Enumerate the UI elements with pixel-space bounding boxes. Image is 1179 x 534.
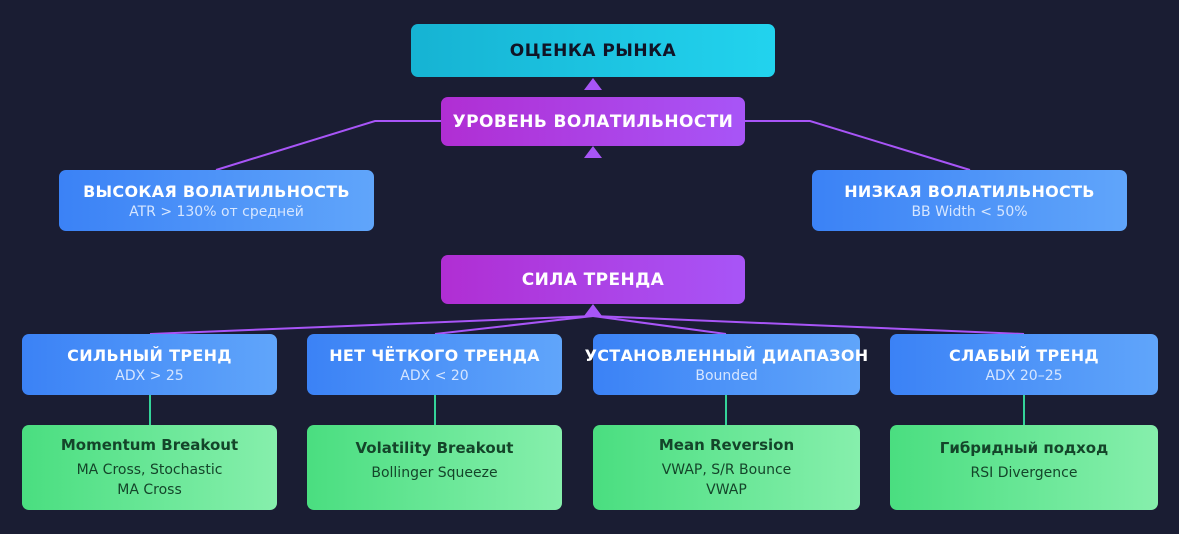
node-trend-strength: СИЛА ТРЕНДА xyxy=(441,255,745,304)
node-high-volatility: ВЫСОКАЯ ВОЛАТИЛЬНОСТЬ ATR > 130% от сред… xyxy=(59,170,374,231)
node-established-range: УСТАНОВЛЕННЫЙ ДИАПАЗОН Bounded xyxy=(585,334,868,395)
strategy-indicators-extra: MA Cross xyxy=(117,481,182,498)
node-title: ВЫСОКАЯ ВОЛАТИЛЬНОСТЬ xyxy=(83,181,350,201)
strategy-indicators: Bollinger Squeeze xyxy=(371,465,498,481)
connector-vol-low xyxy=(745,120,971,171)
connector-trend-none xyxy=(434,315,594,335)
node-title: УРОВЕНЬ ВОЛАТИЛЬНОСТИ xyxy=(452,111,734,132)
arrow-trend-icon xyxy=(584,304,602,316)
connector-trend-strong xyxy=(149,315,594,335)
strategy-title: Volatility Breakout xyxy=(355,439,514,457)
node-no-clear-trend: НЕТ ЧЁТКОГО ТРЕНДА ADX < 20 xyxy=(307,334,562,395)
arrow-root-icon xyxy=(584,78,602,90)
strategy-title: Mean Reversion xyxy=(658,435,795,454)
connector-vol-high xyxy=(215,120,441,171)
strategy-indicators: VWAP, S/R Bounce xyxy=(661,461,792,478)
node-weak-trend: СЛАБЫЙ ТРЕНД ADX 20–25 xyxy=(890,334,1158,395)
node-subtitle: ATR > 130% от средней xyxy=(129,203,304,220)
strategy-volatility-breakout: Volatility Breakout Bollinger Squeeze xyxy=(307,425,562,510)
node-title: СЛАБЫЙ ТРЕНД xyxy=(949,345,1099,365)
node-title: НЕТ ЧЁТКОГО ТРЕНДА xyxy=(329,345,540,365)
node-market-assessment: ОЦЕНКА РЫНКА xyxy=(411,24,775,77)
strategy-hybrid-approach: Гибридный подход RSI Divergence xyxy=(890,425,1158,510)
node-title: УСТАНОВЛЕННЫЙ ДИАПАЗОН xyxy=(584,345,869,365)
node-subtitle: ADX < 20 xyxy=(400,367,469,384)
node-subtitle: BB Width < 50% xyxy=(911,203,1028,220)
strategy-title: Гибридный подход xyxy=(939,439,1109,457)
connector-trend-weak xyxy=(592,315,1025,335)
node-title: СИЛЬНЫЙ ТРЕНД xyxy=(67,345,232,365)
node-strong-trend: СИЛЬНЫЙ ТРЕНД ADX > 25 xyxy=(22,334,277,395)
strategy-title: Momentum Breakout xyxy=(60,435,239,454)
node-subtitle: Bounded xyxy=(695,367,758,384)
node-title: НИЗКАЯ ВОЛАТИЛЬНОСТЬ xyxy=(844,181,1095,201)
node-volatility-level: УРОВЕНЬ ВОЛАТИЛЬНОСТИ xyxy=(441,97,745,146)
node-title: ОЦЕНКА РЫНКА xyxy=(509,40,677,61)
strategy-indicators: MA Cross, Stochastic xyxy=(76,461,223,478)
node-subtitle: ADX > 25 xyxy=(115,367,184,384)
strategy-mean-reversion: Mean Reversion VWAP, S/R Bounce VWAP xyxy=(593,425,860,510)
arrow-volatility-icon xyxy=(584,146,602,158)
strategy-indicators: RSI Divergence xyxy=(970,465,1078,481)
strategy-momentum-breakout: Momentum Breakout MA Cross, Stochastic M… xyxy=(22,425,277,510)
strategy-indicators-extra: VWAP xyxy=(706,481,747,498)
node-subtitle: ADX 20–25 xyxy=(985,367,1063,384)
node-title: СИЛА ТРЕНДА xyxy=(521,269,665,290)
node-low-volatility: НИЗКАЯ ВОЛАТИЛЬНОСТЬ BB Width < 50% xyxy=(812,170,1127,231)
connector-trend-range xyxy=(592,315,727,335)
